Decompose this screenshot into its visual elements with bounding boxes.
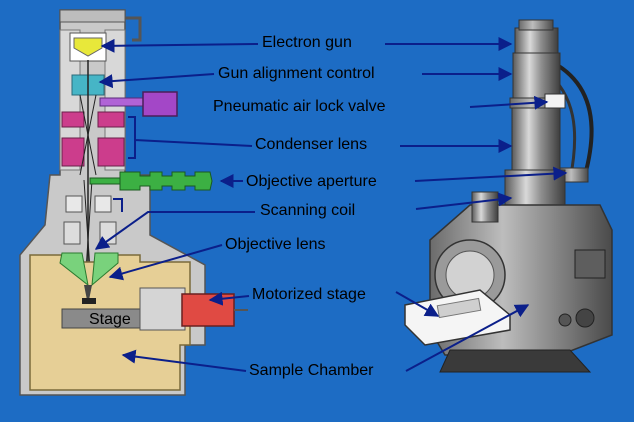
photo-port-right — [574, 249, 606, 279]
condenser-lens-2-right — [97, 137, 125, 167]
label-objective-aperture: Objective aperture — [246, 173, 377, 190]
label-sample-chamber: Sample Chamber — [249, 362, 374, 379]
photo-base — [439, 349, 592, 373]
label-condenser-lens: Condenser lens — [255, 136, 368, 153]
beam-envelope — [79, 94, 97, 301]
arrow-valve-right — [469, 95, 549, 110]
arrow-scanning-coil-left — [94, 211, 255, 250]
specimen — [82, 298, 96, 304]
label-gun-alignment: Gun alignment control — [218, 65, 375, 82]
beam-tip — [84, 285, 92, 300]
sem-cross-section — [19, 9, 248, 396]
condenser-lens-1-left — [61, 111, 85, 128]
objective-lens-right — [91, 252, 119, 287]
scanning-coil-left-2 — [63, 221, 81, 245]
photo-side-box — [471, 191, 499, 223]
condenser-lens-1-right — [97, 111, 125, 128]
arrow-gun-alignment-left — [98, 73, 215, 89]
photo-column-upper — [512, 52, 561, 99]
label-stage: Stage — [89, 311, 131, 328]
arrow-objective-lens — [108, 244, 223, 281]
photo-gun-cap — [518, 19, 554, 31]
arrow-sample-chamber-right — [405, 304, 530, 372]
photo-knob-2 — [558, 313, 572, 327]
arrow-aperture-right — [414, 166, 568, 182]
photo-gun-top — [514, 27, 559, 54]
gun-cable — [125, 16, 142, 42]
pneumatic-valve-body — [142, 91, 178, 117]
sem-photo-illustration — [404, 19, 613, 373]
photo-column-middle — [511, 107, 561, 171]
arrow-motorized-stage-right — [395, 291, 440, 317]
label-motorized-stage: Motorized stage — [252, 286, 366, 303]
arrow-sample-chamber-left — [121, 349, 247, 372]
arrow-electron-gun-left — [100, 38, 259, 53]
scanning-coil-left — [65, 195, 83, 213]
arrow-scanning-coil-right — [415, 192, 513, 210]
column-top-cap — [59, 9, 126, 23]
objective-aperture-body — [119, 171, 213, 191]
aperture-rod — [89, 177, 123, 185]
photo-cable-1 — [547, 58, 594, 176]
valve-connector — [99, 97, 146, 107]
label-pneumatic-valve: Pneumatic air lock valve — [213, 98, 386, 115]
label-objective-lens: Objective lens — [225, 236, 326, 253]
electron-gun-element — [73, 37, 103, 57]
inner-left-panel — [59, 29, 81, 171]
label-electron-gun: Electron gun — [262, 34, 352, 51]
label-scanning-coil: Scanning coil — [260, 202, 356, 219]
arrow-motorized-stage-left — [208, 291, 250, 306]
stage-motor-housing — [139, 287, 186, 331]
photo-knob-1 — [575, 308, 595, 328]
scanning-coil-right — [94, 195, 112, 213]
label-arrows — [94, 37, 568, 372]
bracket-condenser — [128, 116, 253, 159]
bracket-scanning-coil — [113, 198, 123, 212]
condenser-lens-2-left — [61, 137, 85, 167]
photo-valve-white — [544, 93, 566, 109]
